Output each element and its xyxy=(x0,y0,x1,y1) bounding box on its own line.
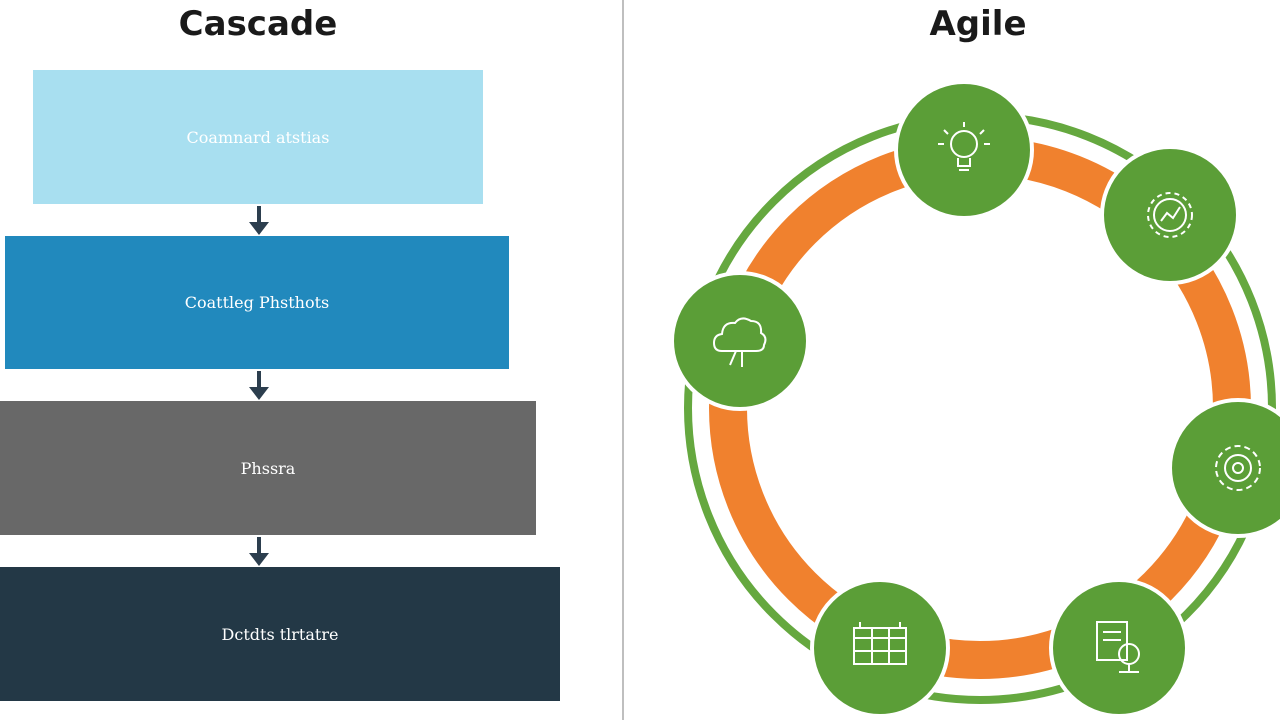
panel-divider xyxy=(622,0,624,720)
agile-node-1 xyxy=(894,80,1034,220)
cascade-step-2: Coattleg Phsthots xyxy=(5,236,509,369)
gear-chart-icon xyxy=(1147,192,1193,238)
down-arrow-icon xyxy=(249,537,269,566)
lightbulb-icon xyxy=(938,122,990,171)
agile-title: Agile xyxy=(929,4,1027,44)
settings-gear-icon xyxy=(1215,445,1261,491)
agile-node-4 xyxy=(1049,578,1189,718)
agile-cycle-diagram xyxy=(670,80,1280,718)
cascade-step-1: Coamnard atstias xyxy=(33,70,483,204)
cascade-title: Cascade xyxy=(178,4,338,44)
down-arrow-icon xyxy=(249,371,269,400)
calendar-board-icon xyxy=(853,622,907,665)
agile-node-2 xyxy=(1100,145,1240,285)
cascade-step-2-label: Coattleg Phsthots xyxy=(184,293,330,312)
document-magnifier-icon xyxy=(1096,621,1140,673)
agile-node-6 xyxy=(670,271,810,411)
agile-node-5 xyxy=(810,578,950,718)
cascade-step-4-label: Dctdts tlrtatre xyxy=(221,624,339,644)
cascade-step-4: Dctdts tlrtatre xyxy=(0,567,560,701)
cascade-step-1-label: Coamnard atstias xyxy=(186,127,330,147)
down-arrow-icon xyxy=(249,206,269,235)
cascade-step-3: Phssra xyxy=(0,401,536,535)
agile-node-3 xyxy=(1168,398,1280,538)
cascade-step-3-label: Phssra xyxy=(240,458,296,478)
cloud-idea-icon xyxy=(712,317,767,367)
